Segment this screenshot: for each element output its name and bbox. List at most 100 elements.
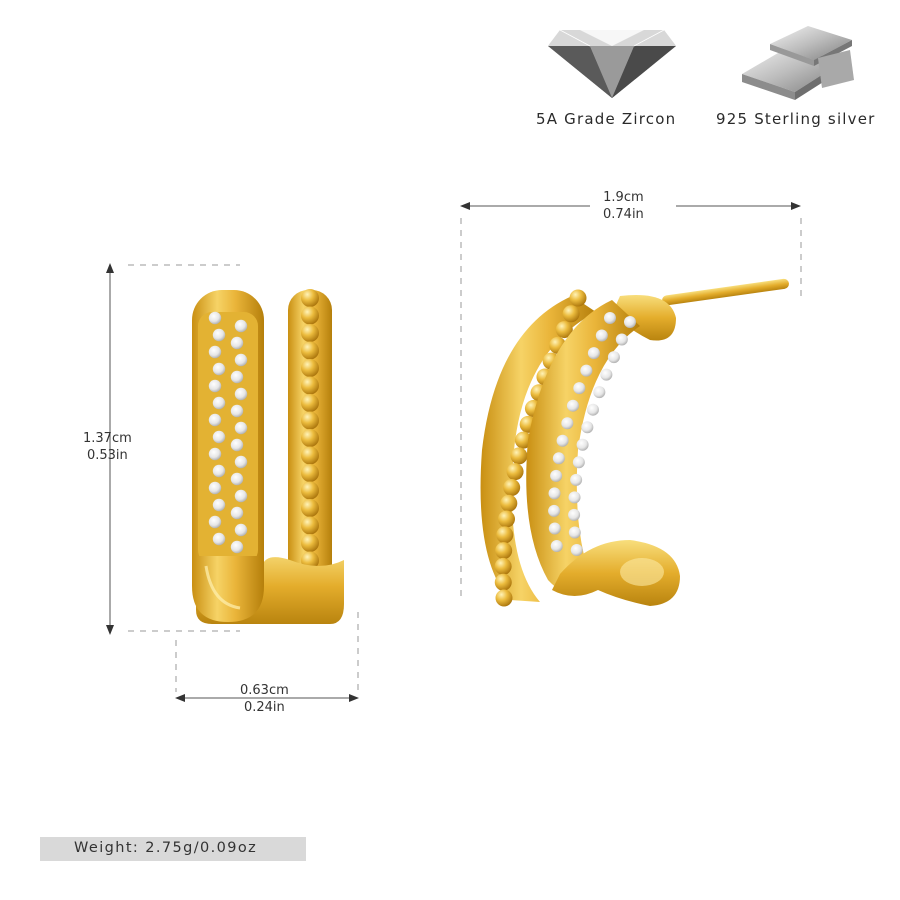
zircon-stone bbox=[624, 316, 636, 328]
zircon-stone bbox=[586, 403, 599, 416]
height-cm: 1.37cm bbox=[83, 431, 132, 446]
gold-bead bbox=[301, 376, 319, 395]
zircon-stone bbox=[230, 472, 244, 486]
zircon-stone bbox=[208, 345, 222, 359]
zircon-stone bbox=[604, 312, 616, 324]
zircon-stone bbox=[607, 351, 620, 364]
zircon-stone bbox=[566, 399, 579, 412]
zircon-stone bbox=[208, 447, 222, 461]
zircon-label: 5A Grade Zircon bbox=[536, 110, 677, 128]
gold-bead bbox=[510, 447, 528, 465]
gold-bead bbox=[503, 478, 521, 496]
zircon-stone bbox=[568, 508, 581, 521]
zircon-stone bbox=[230, 506, 244, 520]
gold-bead bbox=[301, 289, 319, 307]
gold-bead bbox=[301, 516, 319, 535]
zircon-stone bbox=[234, 387, 248, 401]
zircon-stone bbox=[576, 438, 589, 451]
zircon-stone bbox=[208, 481, 222, 495]
zircon-stone bbox=[208, 515, 222, 529]
zircon-stone bbox=[234, 421, 248, 435]
height-in: 0.53in bbox=[86, 448, 128, 463]
gold-bead bbox=[301, 534, 319, 552]
zircon-stone bbox=[230, 540, 244, 554]
zircon-stone bbox=[580, 364, 593, 377]
gold-bead bbox=[301, 394, 319, 412]
width-dimension-line bbox=[175, 612, 359, 702]
zircon-stone bbox=[212, 532, 226, 546]
gold-bead bbox=[301, 499, 319, 517]
depth-in: 0.74in bbox=[603, 207, 644, 222]
gold-bead bbox=[496, 526, 514, 544]
zircon-stone bbox=[595, 329, 608, 342]
gold-bead bbox=[301, 306, 319, 325]
gold-bead bbox=[514, 431, 532, 449]
gold-bead bbox=[301, 359, 319, 377]
zircon-stone bbox=[561, 417, 574, 430]
width-cm: 0.63cm bbox=[240, 683, 289, 698]
gold-bead bbox=[555, 321, 573, 339]
diamond-icon bbox=[548, 29, 676, 98]
zircon-stone bbox=[230, 336, 244, 350]
zircon-stone bbox=[212, 464, 226, 478]
weight-label: Weight: 2.75g/0.09oz bbox=[74, 840, 258, 856]
gold-bead bbox=[301, 464, 319, 482]
zircon-stone bbox=[212, 396, 226, 410]
zircon-stone bbox=[548, 504, 561, 517]
zircon-stone bbox=[234, 319, 248, 333]
zircon-stone bbox=[573, 382, 586, 395]
gold-bead bbox=[494, 557, 512, 575]
gold-bead bbox=[498, 510, 516, 528]
zircon-stone bbox=[550, 469, 563, 482]
silver-bars-icon bbox=[742, 26, 854, 100]
gold-bead bbox=[569, 289, 587, 307]
zircon-stone bbox=[208, 379, 222, 393]
zircon-stone bbox=[581, 421, 594, 434]
gold-bead bbox=[495, 589, 513, 607]
zircon-stone bbox=[570, 544, 583, 556]
zircon-stone bbox=[570, 473, 583, 486]
silver-label: 925 Sterling silver bbox=[716, 110, 876, 128]
zircon-stone bbox=[234, 455, 248, 469]
weight-bar bbox=[40, 837, 306, 861]
gold-bead bbox=[500, 494, 518, 512]
zircon-stone bbox=[230, 438, 244, 452]
zircon-stone bbox=[234, 523, 248, 537]
gold-bead bbox=[494, 573, 512, 591]
gold-bead bbox=[301, 446, 319, 465]
zircon-stone bbox=[208, 311, 222, 325]
zircon-stone bbox=[230, 404, 244, 418]
zircon-stone bbox=[568, 526, 581, 539]
gold-bead bbox=[301, 411, 319, 430]
zircon-stone bbox=[208, 413, 222, 427]
zircon-stone bbox=[212, 498, 226, 512]
earring-side-view bbox=[480, 278, 789, 607]
height-label: 1.37cm 0.53in bbox=[83, 430, 132, 464]
zircon-stone bbox=[593, 386, 606, 399]
earring-front-view bbox=[192, 289, 344, 624]
depth-dimension-line bbox=[460, 202, 802, 600]
zircon-stone bbox=[615, 333, 628, 346]
gold-bead bbox=[562, 305, 580, 323]
zircon-stone bbox=[230, 370, 244, 384]
zircon-stone bbox=[552, 452, 565, 465]
width-label: 0.63cm 0.24in bbox=[240, 682, 289, 716]
zircon-stone bbox=[556, 434, 569, 447]
zircon-stone bbox=[212, 362, 226, 376]
depth-label: 1.9cm 0.74in bbox=[603, 189, 644, 223]
gold-bead bbox=[301, 341, 319, 360]
depth-cm: 1.9cm bbox=[603, 190, 644, 205]
zircon-stone bbox=[600, 368, 613, 381]
zircon-stone bbox=[548, 487, 561, 500]
gold-bead bbox=[301, 324, 319, 342]
gold-bead bbox=[495, 542, 513, 560]
zircon-stone bbox=[234, 489, 248, 503]
zircon-stone bbox=[212, 328, 226, 342]
gold-bead bbox=[301, 429, 319, 447]
zircon-stone bbox=[548, 522, 561, 535]
width-in: 0.24in bbox=[243, 700, 285, 715]
zircon-stone bbox=[568, 491, 581, 504]
gold-bead bbox=[301, 481, 319, 500]
gold-bead bbox=[506, 463, 524, 481]
